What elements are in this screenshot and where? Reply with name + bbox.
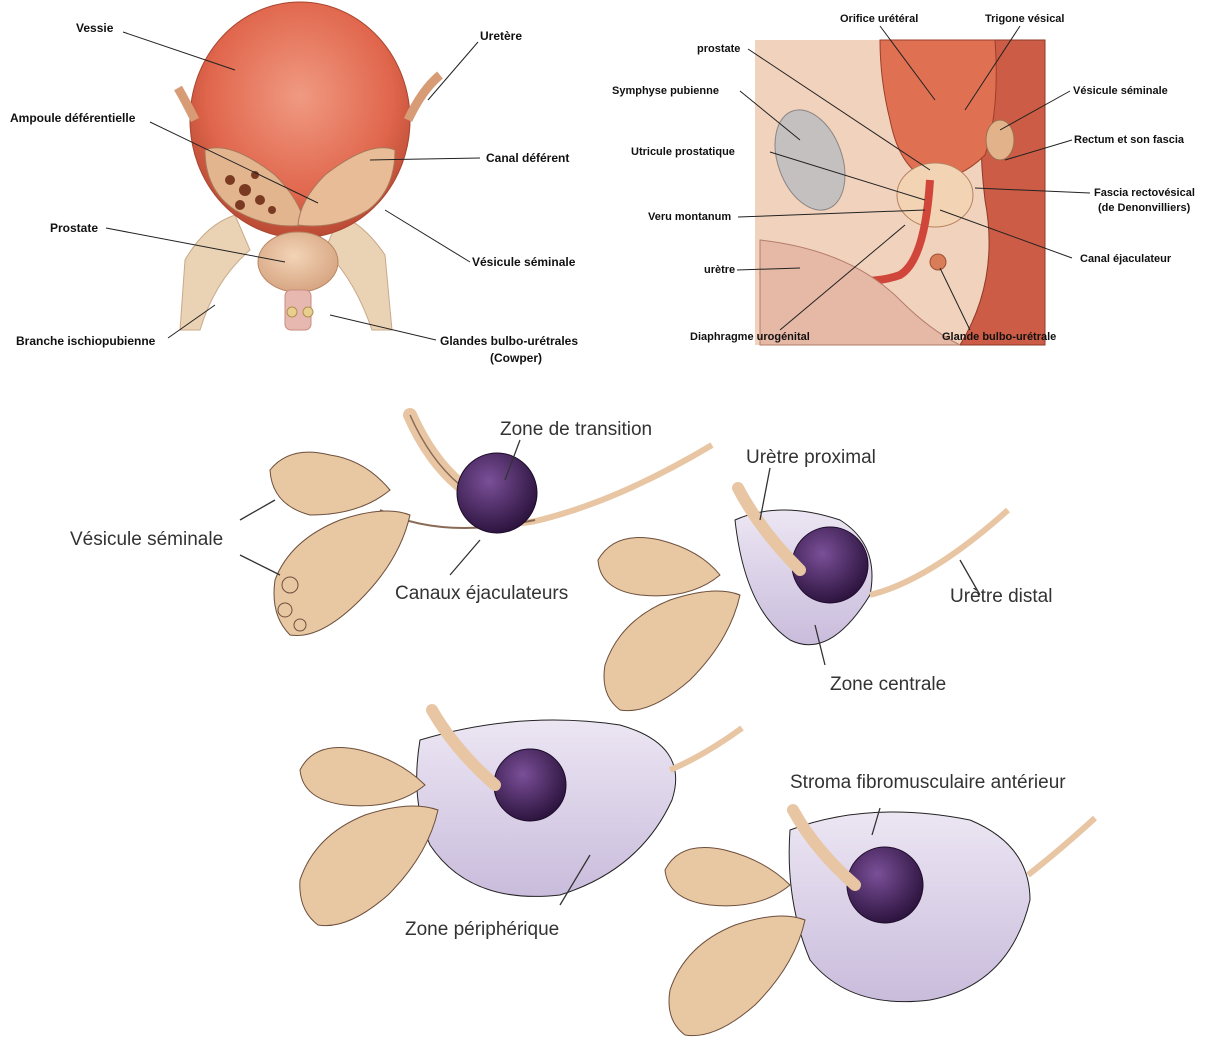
label-ampoule: Ampoule déférentielle xyxy=(10,111,136,125)
label-uretre: urètre xyxy=(704,264,735,276)
label-rectum: Rectum et son fascia xyxy=(1074,134,1185,146)
label-trigone: Trigone vésical xyxy=(985,13,1064,25)
zone-panel-central xyxy=(598,468,1008,711)
vesicle-lower-shape xyxy=(274,511,410,636)
label-fascia: Fascia rectovésical xyxy=(1094,187,1195,199)
label-zone-centrale: Zone centrale xyxy=(830,674,946,695)
transition-zone-3-shape xyxy=(494,749,566,821)
vesicle-upper-3-shape xyxy=(300,748,425,806)
label-vesicule-seminale: Vésicule séminale xyxy=(472,255,576,269)
label-denonvilliers: (de Denonvilliers) xyxy=(1098,202,1191,214)
bulbourethral-section-shape xyxy=(930,254,946,270)
label-uretere: Uretère xyxy=(480,29,522,43)
zone-panel-peripheral xyxy=(300,710,742,926)
label-canal-deferent: Canal déférent xyxy=(486,151,569,165)
vesicle-upper-shape xyxy=(270,452,390,515)
label-prostate-sagittal: prostate xyxy=(697,43,740,55)
urethra-distal-3-shape xyxy=(670,728,742,770)
urethra-distal-4-shape xyxy=(1028,818,1095,875)
label-zone-transition: Zone de transition xyxy=(500,419,652,440)
label-uretre-proximal: Urètre proximal xyxy=(746,447,876,468)
seminal-vesicle-section-shape xyxy=(986,120,1014,160)
label-veru: Veru montanum xyxy=(648,211,731,223)
label-symphyse: Symphyse pubienne xyxy=(612,85,719,97)
ureter-right-shape xyxy=(408,75,440,120)
prostate-shape xyxy=(258,232,338,292)
vas-deferens-shape xyxy=(410,415,460,485)
vesicle-lower-4-shape xyxy=(669,916,805,1036)
label-vesicule-zone: Vésicule séminale xyxy=(70,529,223,550)
label-branche-ischiopubienne: Branche ischiopubienne xyxy=(16,334,156,348)
label-canaux-ejaculateurs: Canaux éjaculateurs xyxy=(395,583,568,604)
label-diaphragme: Diaphragme urogénital xyxy=(690,331,810,343)
vesicle-lower-3-shape xyxy=(300,806,438,926)
bladder-posterior-view xyxy=(178,2,440,330)
transition-zone-shape xyxy=(457,453,537,533)
vesicle-upper-4-shape xyxy=(665,848,790,906)
bulbourethral-gland-left-shape xyxy=(287,307,297,317)
vesicle-upper-2-shape xyxy=(598,538,720,596)
label-glande-bulbo: Glande bulbo-urétrale xyxy=(942,331,1056,343)
zone-panel-stroma xyxy=(665,808,1095,1036)
label-vesicule-sagittal: Vésicule séminale xyxy=(1073,85,1168,97)
label-glandes-bulbo: Glandes bulbo-urétrales xyxy=(440,334,578,348)
label-orifice: Orifice urétéral xyxy=(840,13,918,25)
urethra-distal-2-shape xyxy=(870,510,1008,595)
vesicle-lower-2-shape xyxy=(604,591,740,711)
label-utricule: Utricule prostatique xyxy=(631,146,735,158)
ischiopubic-branch-shape xyxy=(180,215,250,330)
label-stroma: Stroma fibromusculaire antérieur xyxy=(790,772,1066,793)
label-vessie: Vessie xyxy=(76,21,114,35)
label-canal-ejaculateur: Canal éjaculateur xyxy=(1080,253,1172,265)
label-zone-peripherique: Zone périphérique xyxy=(405,919,559,940)
label-glandes-cowper: (Cowper) xyxy=(490,351,542,365)
bulbourethral-gland-right-shape xyxy=(303,307,313,317)
label-prostate: Prostate xyxy=(50,221,98,235)
label-uretre-distal: Urètre distal xyxy=(950,586,1052,607)
